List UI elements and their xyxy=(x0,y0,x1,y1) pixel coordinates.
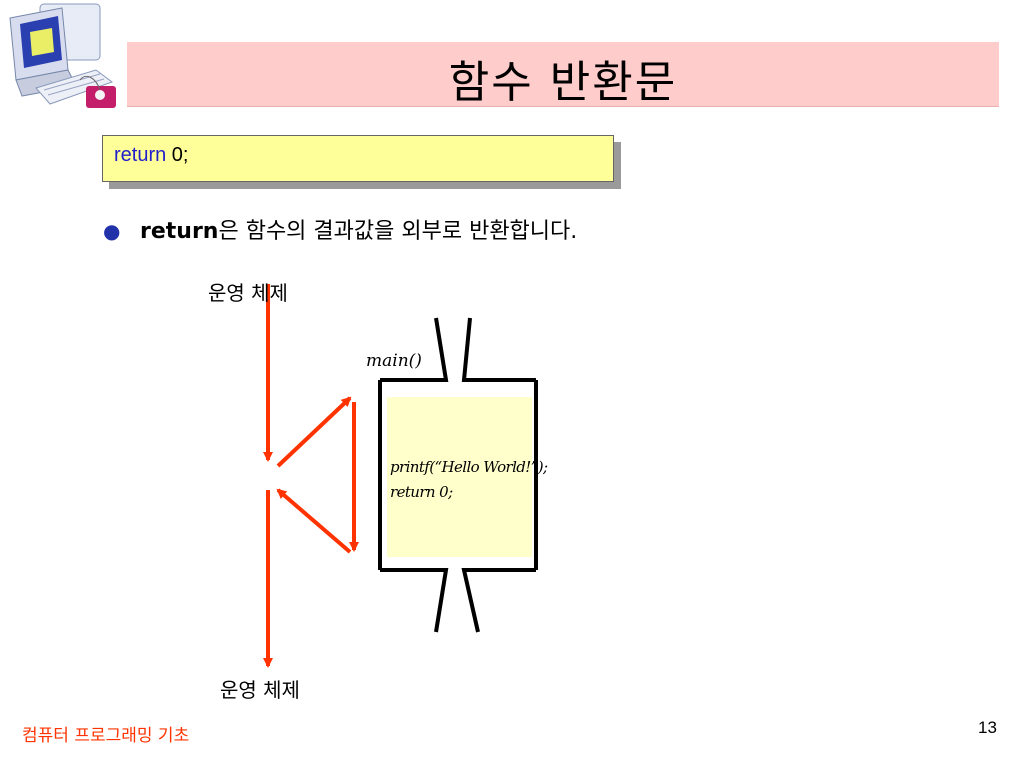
title-band: 함수 반환문 xyxy=(127,42,999,108)
code-line: return 0; xyxy=(114,144,189,167)
os-top-label: 운영 체제 xyxy=(208,281,288,305)
function-box-bottom-left xyxy=(380,568,449,633)
function-box-top-right xyxy=(461,317,536,382)
code-line-return: return 0; xyxy=(390,483,453,501)
bullet-dot: ● xyxy=(103,219,121,243)
function-code-area: printf(“Hello World!”); return 0; xyxy=(387,397,548,557)
page-number: 13 xyxy=(978,718,997,737)
footer-course: 컴퓨터 프로그래밍 기초 xyxy=(22,726,190,746)
function-box-sides xyxy=(378,380,538,570)
os-bottom-label: 운영 체제 xyxy=(220,678,300,702)
code-keyword: return xyxy=(114,144,167,166)
bullet-text: return은 함수의 결과값을 외부로 반환합니다. xyxy=(140,213,577,245)
computer-clipart-icon xyxy=(9,3,116,108)
function-box-top-left xyxy=(380,317,449,382)
bullet-keyword: return xyxy=(140,219,219,244)
bullet-body: 은 함수의 결과값을 외부로 반환합니다. xyxy=(218,219,578,244)
function-name-label: main() xyxy=(366,351,422,371)
function-box-bottom-right xyxy=(461,568,536,633)
arrow-return xyxy=(276,488,352,554)
code-box: return 0; xyxy=(102,135,614,182)
slide-title: 함수 반환문 xyxy=(448,57,678,108)
code-line-printf: printf(“Hello World!”); xyxy=(390,458,548,476)
code-rest: 0; xyxy=(166,144,189,166)
arrow-call xyxy=(276,396,352,468)
